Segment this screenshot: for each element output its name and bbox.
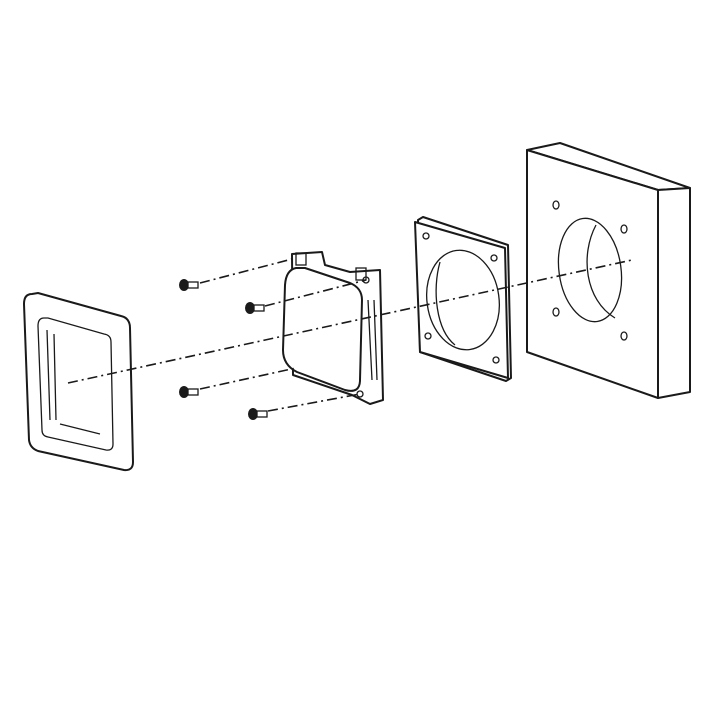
- device-tab: [295, 252, 307, 266]
- screw-icon: [179, 386, 199, 398]
- device-side-detail: [367, 299, 378, 381]
- screw-axis-line: [199, 367, 297, 390]
- cover-frame: [23, 292, 134, 472]
- wall-hole: [620, 331, 628, 341]
- screw-axis-line: [199, 257, 297, 284]
- wall-hole: [620, 224, 628, 234]
- assembly-axes: [67, 257, 633, 412]
- wall-opening: [557, 217, 623, 323]
- screw-axis-line: [267, 393, 361, 412]
- screw-icon: [248, 408, 268, 420]
- gasket-hole: [492, 356, 500, 364]
- center-axis-line: [67, 259, 633, 384]
- wall-front-face: [526, 149, 659, 399]
- wall-hole: [552, 200, 560, 210]
- gasket-hole: [424, 332, 432, 340]
- frame-outer: [23, 292, 134, 472]
- device-screw-hole: [356, 390, 364, 398]
- gasket-face: [414, 221, 509, 379]
- device-tab: [355, 267, 367, 281]
- frame-opening: [37, 317, 114, 451]
- device-body: [282, 267, 363, 392]
- screw-axis-line: [264, 279, 367, 307]
- frame-inner-detail: [46, 329, 101, 435]
- wall-opening-inner-edge: [586, 224, 616, 319]
- wall-side-face: [657, 187, 691, 399]
- gasket-plate: [414, 216, 512, 382]
- screws: [179, 279, 268, 420]
- wall-hole: [552, 307, 560, 317]
- gasket-hole: [422, 232, 430, 240]
- screw-icon: [245, 302, 265, 314]
- device-module: [282, 251, 384, 405]
- gasket-hole: [490, 254, 498, 262]
- screw-icon: [179, 279, 199, 291]
- gasket-opening-inner-edge: [435, 261, 456, 346]
- wall-panel: [526, 142, 691, 399]
